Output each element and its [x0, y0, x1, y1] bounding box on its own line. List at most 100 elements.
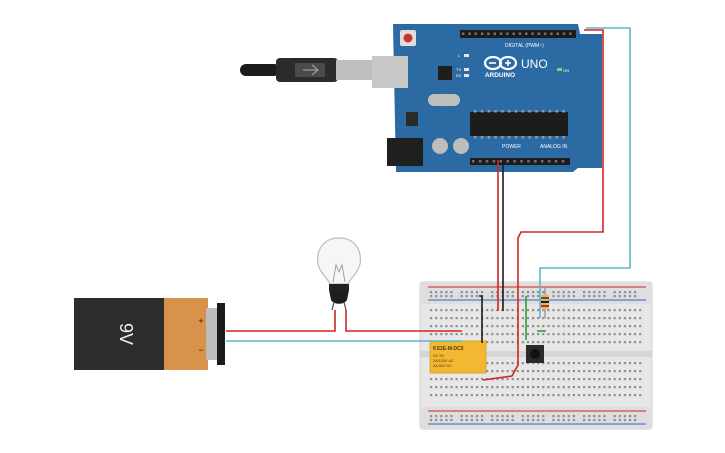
- breadboard-hole: [603, 309, 606, 312]
- breadboard-hole: [521, 362, 524, 365]
- resistor[interactable]: [541, 288, 549, 318]
- breadboard-hole: [634, 291, 637, 294]
- breadboard-hole: [526, 415, 530, 418]
- breadboard-hole: [577, 317, 581, 320]
- header-pin: [537, 32, 541, 35]
- header-pin: [554, 160, 558, 163]
- breadboard-hole: [506, 317, 509, 320]
- breadboard-hole: [532, 362, 535, 365]
- breadboard-hole: [501, 394, 504, 397]
- breadboard-hole: [598, 291, 601, 294]
- breadboard-hole: [583, 309, 586, 312]
- breadboard-hole: [501, 370, 504, 373]
- breadboard-hole: [435, 386, 438, 389]
- breadboard-hole: [603, 333, 606, 336]
- breadboard-hole: [567, 295, 570, 298]
- breadboard-hole: [455, 386, 458, 389]
- breadboard-hole: [623, 291, 626, 294]
- breadboard-hole: [521, 309, 524, 312]
- relay-module[interactable]: KS2E-M-DC5 DC 5V 2A/125V AC 2A/30V DC: [429, 340, 487, 374]
- chip-pins: [474, 110, 565, 139]
- breadboard-hole: [470, 419, 473, 422]
- breadboard-hole: [532, 295, 535, 298]
- relay-spec-line-1: DC 5V: [433, 354, 445, 358]
- breadboard-hole: [618, 370, 621, 373]
- breadboard-hole: [588, 378, 591, 381]
- breadboard-hole: [455, 325, 458, 328]
- breadboard-hole: [475, 333, 479, 336]
- breadboard-hole: [613, 362, 616, 365]
- breadboard-hole: [588, 341, 591, 344]
- breadboard-hole: [608, 317, 611, 320]
- breadboard-hole: [547, 341, 550, 344]
- breadboard-hole: [496, 370, 499, 373]
- breadboard-hole: [628, 333, 632, 336]
- crystal: [428, 94, 460, 106]
- header-pin: [550, 32, 553, 35]
- breadboard-hole: [506, 419, 509, 422]
- breadboard-hole: [491, 341, 494, 344]
- breadboard-hole: [623, 415, 626, 418]
- breadboard-hole: [465, 415, 468, 418]
- breadboard-hole: [598, 317, 601, 320]
- breadboard-hole: [491, 309, 494, 312]
- breadboard-hole: [567, 386, 570, 389]
- breadboard-hole: [450, 317, 453, 320]
- breadboard-hole: [430, 317, 433, 320]
- breadboard-hole: [486, 317, 489, 320]
- breadboard-hole: [526, 419, 530, 422]
- breadboard-hole: [588, 386, 591, 389]
- usb-chip: [438, 66, 452, 80]
- breadboard-hole: [603, 378, 606, 381]
- breadboard-hole: [628, 415, 632, 418]
- breadboard-hole: [628, 378, 632, 381]
- breadboard-hole: [470, 378, 473, 381]
- breadboard-hole: [542, 394, 545, 397]
- breadboard-hole: [608, 378, 611, 381]
- chip-pin: [535, 110, 538, 113]
- breadboard-hole: [593, 394, 596, 397]
- breadboard-hole: [486, 341, 489, 344]
- breadboard-hole: [537, 415, 540, 418]
- push-button[interactable]: [526, 345, 544, 363]
- breadboard-hole: [460, 333, 463, 336]
- breadboard-hole: [547, 325, 550, 328]
- breadboard-hole: [435, 378, 438, 381]
- breadboard-hole: [628, 309, 632, 312]
- breadboard-hole: [537, 362, 540, 365]
- breadboard-hole: [475, 394, 479, 397]
- wire-teal-pin-to-resistor[interactable]: [539, 27, 631, 318]
- breadboard-hole: [577, 394, 581, 397]
- breadboard-hole: [481, 386, 484, 389]
- breadboard-hole: [634, 317, 637, 320]
- breadboard-hole: [481, 291, 484, 294]
- digital-header: [460, 30, 576, 38]
- breadboard-hole: [491, 419, 494, 422]
- breadboard-hole: [460, 415, 463, 418]
- chip-pin: [521, 110, 524, 113]
- light-bulb[interactable]: [317, 237, 361, 311]
- arduino-uno-board[interactable]: ARDUINO UNO DIGITAL (PWM~) POWER ANALOG …: [372, 24, 602, 172]
- wire-red-pin-to-relay[interactable]: [482, 29, 604, 381]
- breadboard-hole: [588, 419, 591, 422]
- breadboard-hole: [598, 295, 601, 298]
- breadboard-hole: [501, 325, 504, 328]
- chip-pin: [487, 136, 490, 139]
- breadboard-hole: [634, 295, 637, 298]
- wire-red-battery-to-bulb[interactable]: [226, 310, 336, 332]
- breadboard-hole: [450, 378, 453, 381]
- breadboard-hole: [583, 378, 586, 381]
- breadboard-hole: [496, 415, 499, 418]
- breadboard-hole: [567, 291, 570, 294]
- breadboard-hole: [572, 325, 575, 328]
- breadboard-hole: [577, 362, 581, 365]
- breadboard-hole: [557, 341, 560, 344]
- on-led: [557, 68, 562, 71]
- breadboard-hole: [460, 386, 463, 389]
- header-pin: [506, 160, 509, 163]
- battery-9v[interactable]: 9V + −: [74, 298, 225, 370]
- wire-red-bulb-to-relay[interactable]: [345, 310, 462, 332]
- breadboard-hole: [537, 394, 540, 397]
- wire-black-rail-to-relay[interactable]: [479, 295, 483, 343]
